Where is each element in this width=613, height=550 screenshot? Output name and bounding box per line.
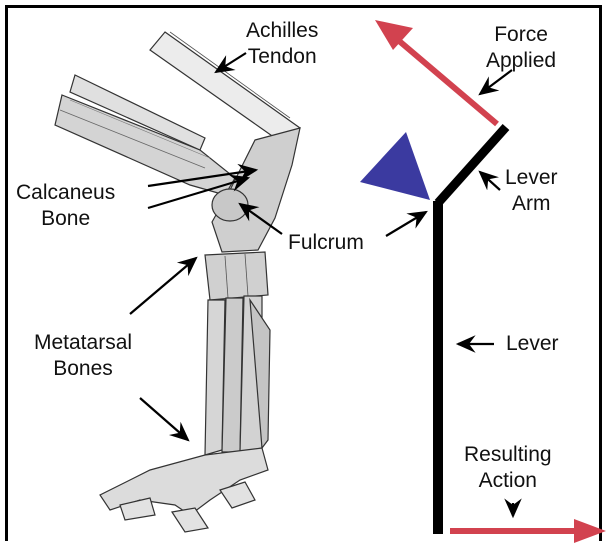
calcaneus-line-2: Bone [16,206,115,232]
fulcrum-label: Fulcrum [288,230,364,256]
achilles-line-1: Achilles [246,18,318,44]
lever-arm-bar [438,127,506,203]
fulcrum-triangle-icon [360,132,430,200]
lever-arm-label: Lever Arm [505,165,558,217]
resulting-action-label: Resulting Action [464,442,552,494]
label-pointers [130,53,513,516]
achilles-pointer [216,53,246,72]
lever-arm-line-2: Arm [505,191,558,217]
result-line-2: Action [464,468,552,494]
force-line-2: Applied [486,48,556,74]
result-arrow-icon [450,519,606,543]
lever-arm-pointer [480,172,500,190]
achilles-line-2: Tendon [246,44,318,70]
force-arrow-icon [375,20,497,124]
lever-text: Lever [506,331,559,357]
calcaneus-line-1: Calcaneus [16,180,115,206]
fulcrum-text: Fulcrum [288,230,364,256]
calcaneus-bone-label: Calcaneus Bone [16,180,115,232]
metatarsal-bones-label: Metatarsal Bones [34,330,132,382]
metatarsal-line-1: Metatarsal [34,330,132,356]
achilles-tendon-label: Achilles Tendon [246,18,318,70]
lever-label: Lever [506,331,559,357]
metatarsal-pointer-2 [140,398,188,440]
force-line-1: Force [486,22,556,48]
metatarsal-pointer-1 [130,258,196,314]
leg-illustration [55,32,300,532]
metatarsal-2 [222,298,243,452]
metatarsal-line-2: Bones [34,356,132,382]
tarsal-shape [205,252,268,300]
lever-arm-line-1: Lever [505,165,558,191]
fulcrum-right-pointer [386,212,426,236]
force-applied-label: Force Applied [486,22,556,74]
result-line-1: Resulting [464,442,552,468]
